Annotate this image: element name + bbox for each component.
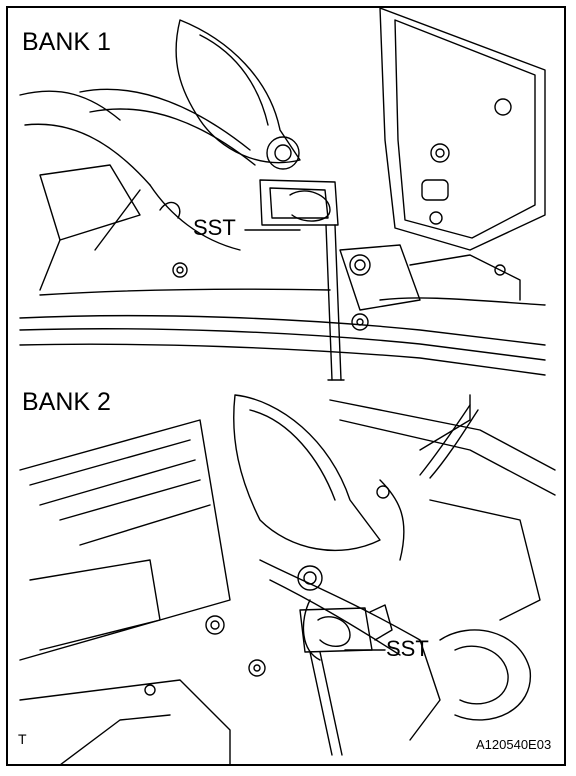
corner-mark: T bbox=[18, 731, 27, 747]
bank2-floor-panel bbox=[19, 419, 231, 661]
bank1-oxygen-sensor bbox=[266, 136, 300, 170]
bank1-converter bbox=[175, 19, 301, 164]
bank2-converter bbox=[233, 394, 381, 552]
bank2-oxygen-sensor bbox=[297, 565, 323, 591]
bank1-sst-label: SST bbox=[193, 215, 236, 240]
bank1-drawing bbox=[19, 7, 546, 381]
figure-frame bbox=[6, 6, 566, 766]
bank2-sst-bar bbox=[309, 651, 343, 756]
bank2-sst-label: SST bbox=[386, 636, 429, 661]
bank1-frame-rail bbox=[379, 7, 546, 251]
bank2-drawing bbox=[19, 394, 556, 766]
figure-code: A120540E03 bbox=[476, 737, 552, 752]
bank1-title: BANK 1 bbox=[22, 28, 111, 56]
bank2-title: BANK 2 bbox=[22, 388, 111, 416]
bank1-sst-bar bbox=[325, 224, 342, 381]
